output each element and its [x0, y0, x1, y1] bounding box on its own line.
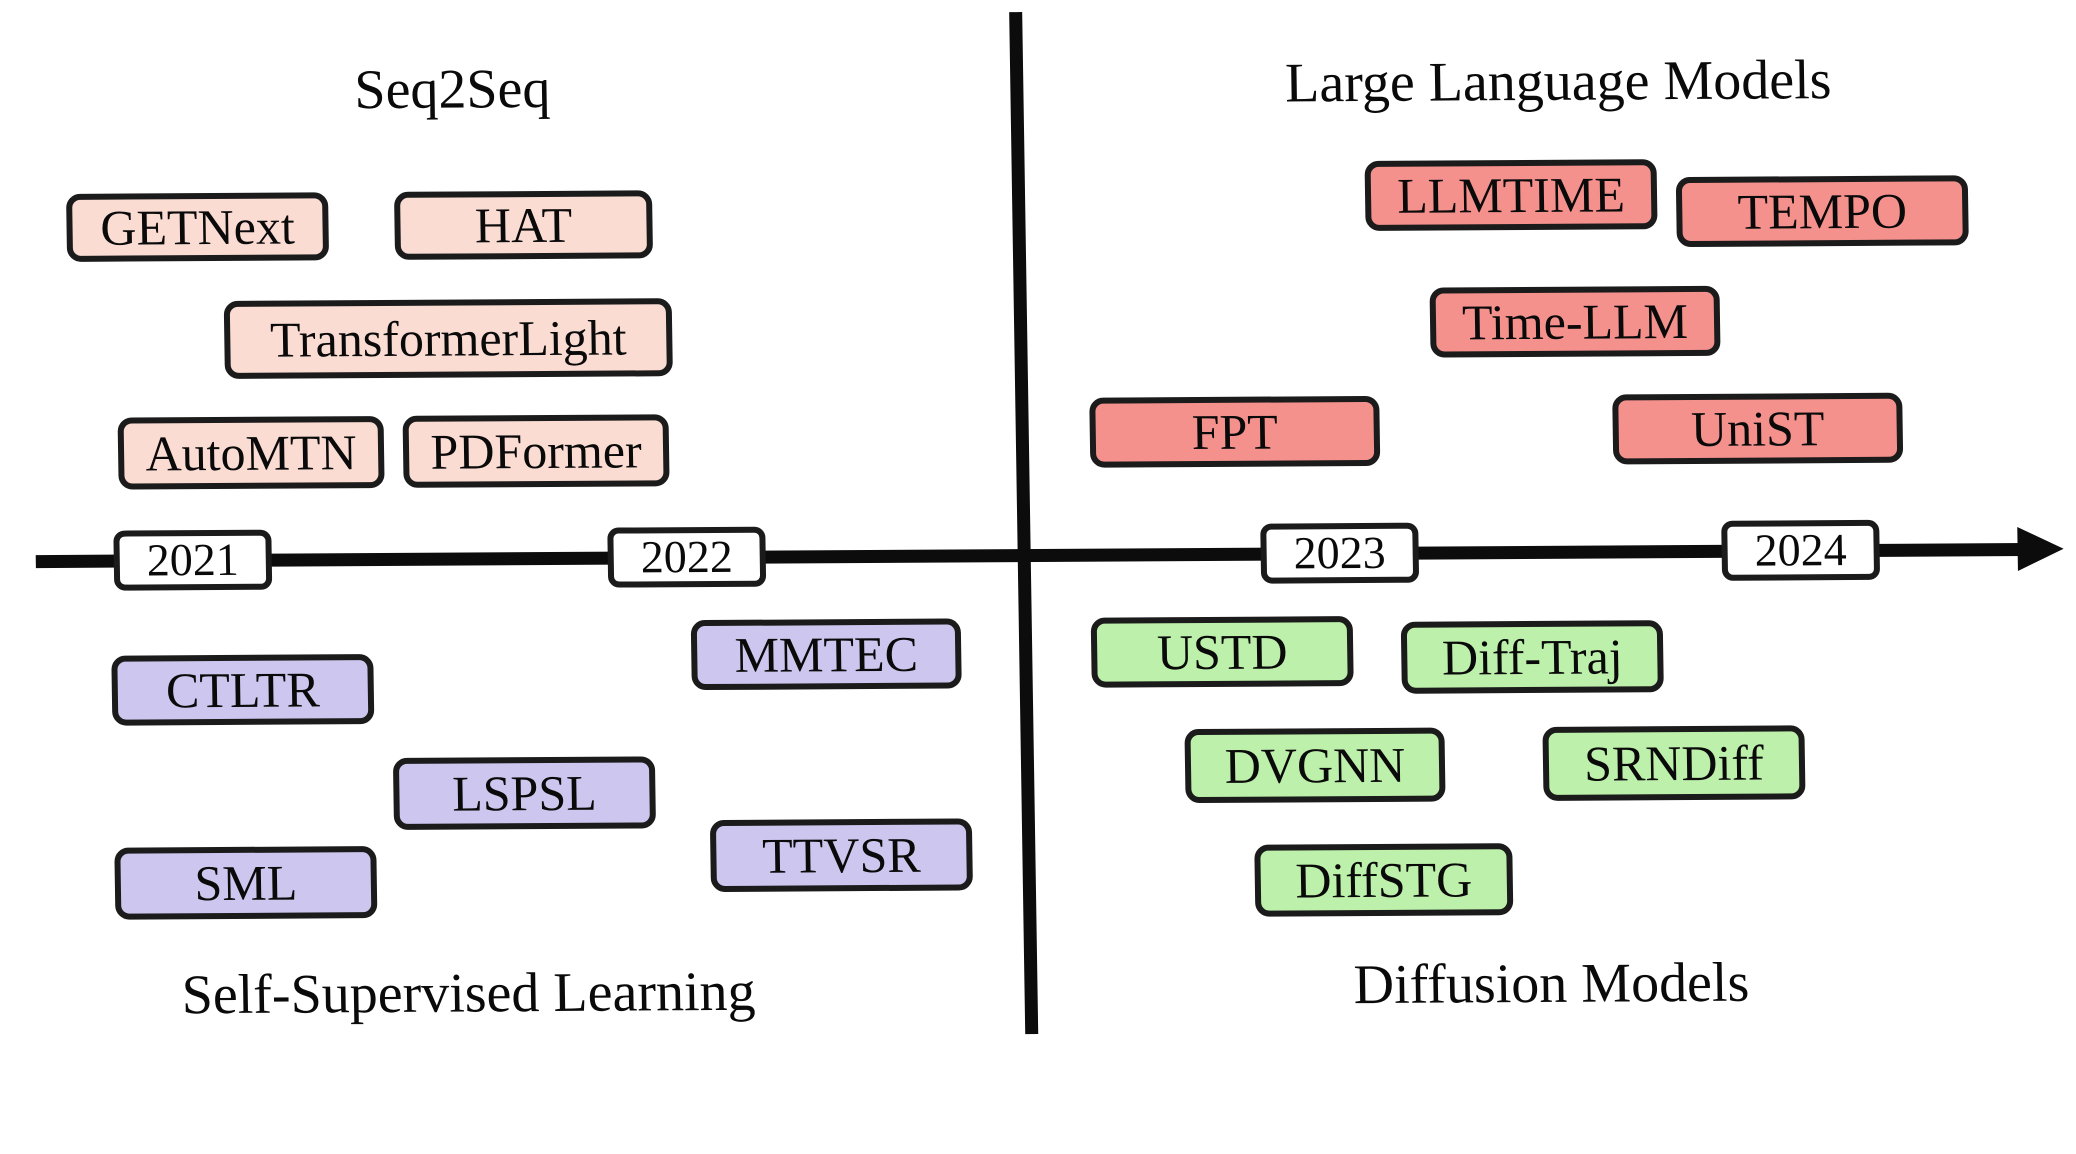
model-box-unist: UniST [1612, 392, 1904, 465]
timeline-arrowhead-icon [2017, 526, 2064, 572]
year-box-2022: 2022 [607, 526, 767, 588]
model-box-mmtec: MMTEC [690, 618, 962, 691]
vertical-divider [1009, 12, 1039, 1035]
year-box-2024: 2024 [1721, 519, 1881, 581]
model-box-time-llm: Time-LLM [1429, 285, 1721, 358]
model-box-ustd: USTD [1090, 616, 1354, 688]
model-box-diffstg: DiffSTG [1254, 843, 1514, 917]
model-box-sml: SML [114, 846, 378, 920]
seq2seq-title: Seq2Seq [353, 57, 551, 122]
model-box-dvgnn: DVGNN [1184, 727, 1446, 804]
model-box-diff-traj: Diff-Traj [1400, 620, 1664, 694]
model-box-fpt: FPT [1089, 395, 1381, 468]
model-box-pdformer: PDFormer [402, 414, 670, 488]
model-box-transformerlight: TransformerLight [223, 298, 673, 379]
model-box-ctltr: CTLTR [111, 654, 375, 726]
model-box-getnext: GETNext [66, 192, 330, 262]
model-box-hat: HAT [393, 190, 654, 260]
llm-title: Large Language Models [1284, 49, 1832, 115]
year-box-2023: 2023 [1260, 522, 1420, 584]
year-box-2021: 2021 [113, 529, 273, 591]
model-box-llmtime: LLMTIME [1364, 159, 1658, 231]
model-box-tempo: TEMPO [1675, 175, 1969, 248]
ssl-title: Self-Supervised Learning [181, 960, 756, 1027]
model-box-ttvsr: TTVSR [709, 818, 973, 893]
diffusion-title: Diffusion Models [1353, 951, 1750, 1017]
model-box-lspsl: LSPSL [392, 756, 656, 830]
model-box-srndiff: SRNDiff [1542, 725, 1806, 801]
model-box-automtn: AutoMTN [117, 415, 385, 490]
